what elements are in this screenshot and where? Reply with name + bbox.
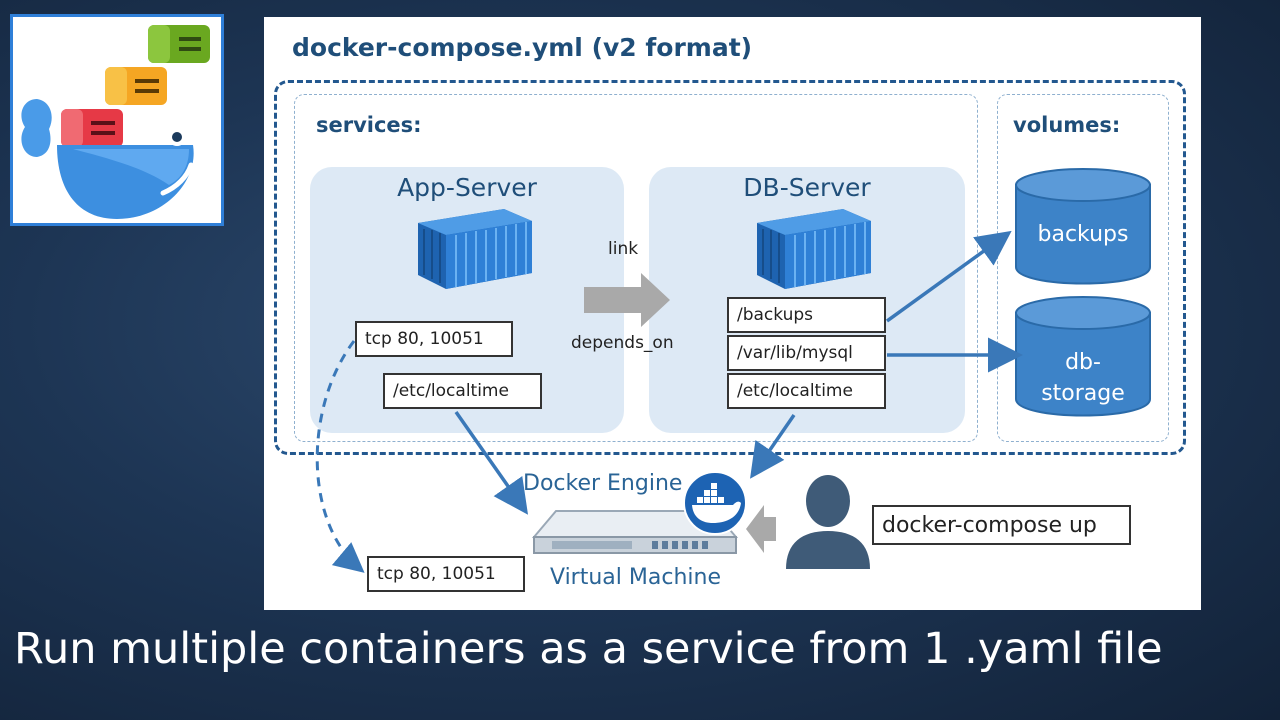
slide-caption: Run multiple containers as a service fro… <box>14 624 1163 674</box>
db-backups-tag: /backups <box>727 297 886 333</box>
container-icon <box>757 209 871 289</box>
app-server-title: App-Server <box>397 173 537 202</box>
volumes-section <box>997 94 1169 442</box>
host-ports-tag: tcp 80, 10051 <box>367 556 525 592</box>
compose-file-boundary <box>274 80 1186 455</box>
services-label: services: <box>316 113 422 137</box>
command-arrow <box>746 505 776 553</box>
docker-compose-logo <box>10 14 224 226</box>
db-storage-volume-icon <box>1015 296 1151 417</box>
docker-engine-label: Docker Engine <box>523 471 683 496</box>
port-mapping-arrow <box>315 340 365 573</box>
compose-diagram-panel: docker-compose.yml (v2 format) services:… <box>264 17 1201 610</box>
backups-volume-arrow <box>885 230 1012 323</box>
services-section <box>294 94 978 442</box>
backups-volume-icon <box>1015 168 1151 285</box>
depends-on-label: depends_on <box>571 333 674 353</box>
db-storage-volume-label-line2: storage <box>1041 381 1125 406</box>
compose-up-command: docker-compose up <box>872 505 1131 545</box>
db-mysql-tag: /var/lib/mysql <box>727 335 886 371</box>
virtual-machine-label: Virtual Machine <box>550 565 721 590</box>
app-localtime-tag: /etc/localtime <box>383 373 542 409</box>
db-server-title: DB-Server <box>743 173 871 202</box>
volumes-label: volumes: <box>1013 113 1121 137</box>
db-storage-volume-label-line1: db- <box>1065 350 1101 375</box>
server-rack-icon <box>532 510 738 554</box>
app-ports-tag: tcp 80, 10051 <box>355 321 513 357</box>
diagram-title: docker-compose.yml (v2 format) <box>292 33 753 62</box>
db-localtime-tag: /etc/localtime <box>727 373 886 409</box>
whale-logo-icon <box>21 25 210 219</box>
db-localtime-arrow <box>750 414 796 479</box>
container-icon <box>418 209 532 289</box>
user-icon <box>786 475 870 569</box>
app-localtime-arrow <box>454 410 529 515</box>
docker-whale-icon <box>683 471 747 535</box>
link-label: link <box>608 239 639 259</box>
link-arrow <box>584 273 670 327</box>
connector-arrows <box>315 230 1023 573</box>
backups-volume-label: backups <box>1037 222 1129 247</box>
